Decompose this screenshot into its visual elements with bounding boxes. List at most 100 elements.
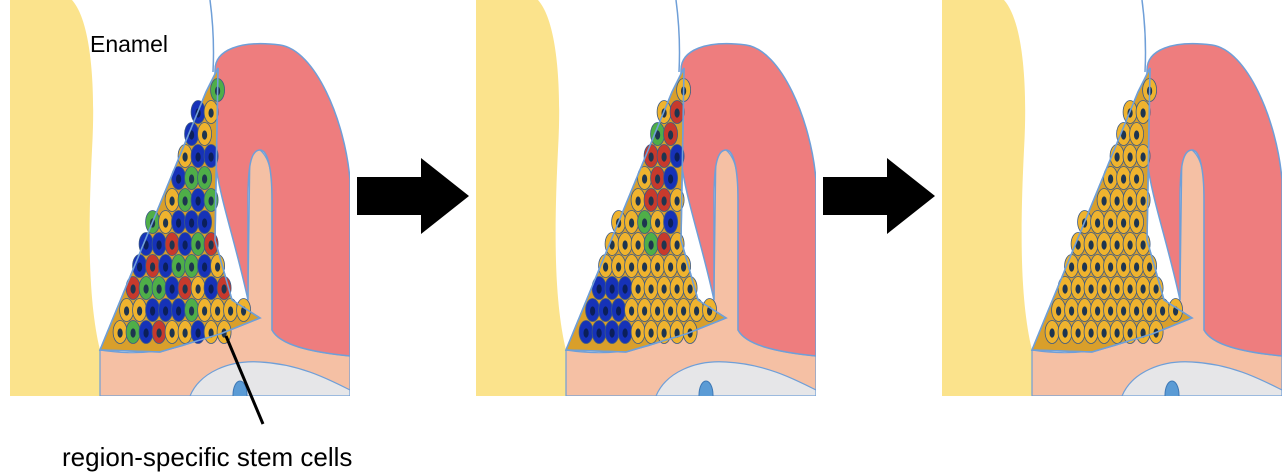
- cell: [1045, 321, 1059, 344]
- cell: [631, 189, 645, 212]
- cell: [1097, 321, 1111, 344]
- cell: [1110, 277, 1124, 300]
- cell: [612, 255, 626, 278]
- cervical-loop-line: [1142, 0, 1146, 72]
- cell: [1110, 189, 1124, 212]
- cell: [1052, 299, 1066, 322]
- cell: [631, 233, 645, 256]
- cell: [198, 211, 212, 234]
- cell: [625, 211, 639, 234]
- cell: [644, 189, 658, 212]
- cell: [1071, 277, 1085, 300]
- cell: [1130, 211, 1144, 234]
- cell: [204, 277, 218, 300]
- cell: [651, 299, 665, 322]
- cervical-loop-line: [676, 0, 680, 72]
- cell: [1117, 211, 1131, 234]
- cell: [1123, 277, 1137, 300]
- cell: [638, 255, 652, 278]
- cell: [185, 211, 199, 234]
- cell: [159, 255, 173, 278]
- cell: [1091, 299, 1105, 322]
- cell: [172, 211, 186, 234]
- cell: [1117, 255, 1131, 278]
- cell: [1110, 321, 1124, 344]
- cell: [644, 233, 658, 256]
- cell: [605, 321, 619, 344]
- cervical-loop-line: [210, 0, 214, 72]
- cell: [1123, 189, 1137, 212]
- cell: [1130, 123, 1144, 146]
- cell: [191, 145, 205, 168]
- cell: [1117, 167, 1131, 190]
- cell: [1143, 299, 1157, 322]
- cell: [638, 299, 652, 322]
- cell: [605, 277, 619, 300]
- cell: [651, 211, 665, 234]
- enamel-region: [10, 0, 100, 396]
- cell: [139, 277, 153, 300]
- cell: [1110, 233, 1124, 256]
- cell: [657, 233, 671, 256]
- arrow-1: [357, 158, 469, 234]
- cell: [677, 299, 691, 322]
- cell: [618, 277, 632, 300]
- cell: [579, 321, 593, 344]
- cell: [165, 189, 179, 212]
- cell: [592, 321, 606, 344]
- cell: [1078, 255, 1092, 278]
- cell: [586, 299, 600, 322]
- cell: [185, 255, 199, 278]
- cell: [1091, 255, 1105, 278]
- cell: [1058, 321, 1072, 344]
- cell: [1065, 299, 1079, 322]
- cell: [1084, 277, 1098, 300]
- cell: [1097, 189, 1111, 212]
- cell: [198, 255, 212, 278]
- panel-1: [10, 0, 350, 409]
- cell: [644, 277, 658, 300]
- cell: [657, 277, 671, 300]
- cell: [631, 277, 645, 300]
- enamel-region: [942, 0, 1032, 396]
- cell: [198, 299, 212, 322]
- cell: [618, 321, 632, 344]
- cell: [664, 211, 678, 234]
- cell: [191, 233, 205, 256]
- cell: [1123, 233, 1137, 256]
- cell: [625, 255, 639, 278]
- cell: [185, 299, 199, 322]
- cell: [165, 233, 179, 256]
- cell: [159, 211, 173, 234]
- blood-vessel: [1165, 381, 1179, 409]
- cell: [172, 255, 186, 278]
- cell: [126, 321, 140, 344]
- cell: [191, 277, 205, 300]
- cell: [1123, 145, 1137, 168]
- stem-cells-label: region-specific stem cells: [62, 442, 352, 472]
- cell: [612, 299, 626, 322]
- cell: [146, 255, 160, 278]
- cell: [152, 321, 166, 344]
- cell: [204, 101, 218, 124]
- enamel-label: Enamel: [90, 31, 168, 57]
- cell: [152, 233, 166, 256]
- cell: [1078, 299, 1092, 322]
- cell: [133, 299, 147, 322]
- cell: [664, 167, 678, 190]
- cell: [178, 321, 192, 344]
- cell: [670, 321, 684, 344]
- cell: [657, 145, 671, 168]
- panel-2: [476, 0, 816, 409]
- cell: [120, 299, 134, 322]
- cell: [1084, 233, 1098, 256]
- cell: [198, 167, 212, 190]
- cell: [1084, 321, 1098, 344]
- cell: [152, 277, 166, 300]
- arrow-2: [823, 158, 935, 234]
- cell: [191, 189, 205, 212]
- cell: [159, 299, 173, 322]
- cell: [670, 277, 684, 300]
- cell: [139, 321, 153, 344]
- cell: [618, 233, 632, 256]
